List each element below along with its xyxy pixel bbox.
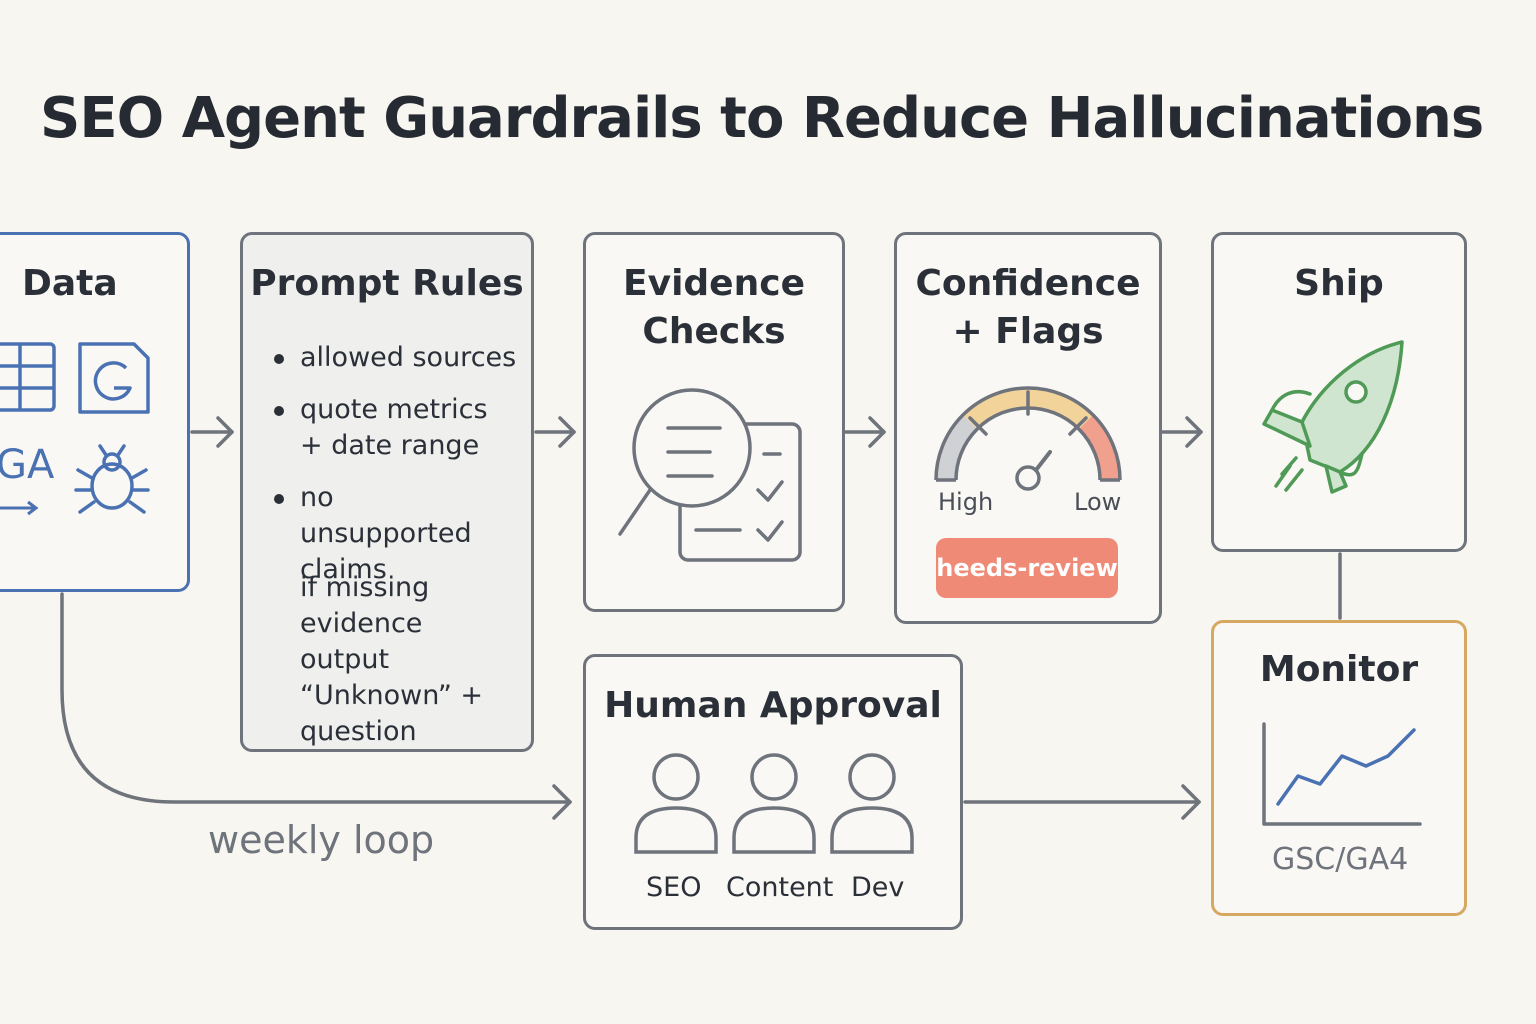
arrow-data-to-rules [190, 416, 234, 448]
rocket-icon [1262, 340, 1404, 494]
arrow-rules-to-evidence [534, 416, 576, 448]
prompt-rules-node [240, 232, 534, 752]
magnifier-checklist-icon [618, 388, 802, 562]
monitor-heading: Monitor [1259, 649, 1419, 690]
arrow-confidence-to-ship [1161, 416, 1203, 448]
page-title: SEO Agent Guardrails to Reduce Hallucina… [40, 86, 1484, 151]
analytics-icon [0, 500, 39, 516]
needs-review-badge: heeds-review [936, 538, 1118, 598]
evidence-heading-line1: Evidence [623, 263, 805, 304]
rule-item: quote metrics + date range [300, 394, 488, 461]
evidence-heading-line2: Checks [642, 311, 786, 352]
ga-text: GA [0, 442, 55, 488]
bullet-icon [274, 354, 284, 364]
role-content: Content [726, 872, 834, 903]
confidence-gauge-icon [934, 386, 1122, 491]
fallback-rule: if missing evidence output “Unknown” + q… [300, 572, 484, 747]
sheet-icon [0, 342, 56, 412]
weekly-loop-arrow [60, 592, 572, 820]
person-icons [634, 753, 914, 854]
role-dev: Dev [851, 872, 905, 903]
arrow-approval-to-monitor [963, 784, 1201, 820]
prompt-rules-heading: Prompt Rules [250, 263, 524, 304]
rule-item: no unsupported claims [300, 482, 472, 585]
rule-item: allowed sources [300, 342, 517, 373]
confidence-heading-line1: Confidence [915, 263, 1141, 304]
google-doc-icon [78, 342, 150, 414]
monitor-caption: GSC/GA4 [1272, 842, 1409, 877]
arrow-evidence-to-confidence [844, 416, 886, 448]
confidence-heading-line2: + Flags [952, 311, 1104, 352]
role-seo: SEO [646, 872, 702, 903]
human-approval-heading: Human Approval [604, 685, 942, 726]
ship-heading: Ship [1294, 263, 1384, 304]
weekly-loop-label: weekly loop [208, 818, 435, 862]
monitor-node [1211, 620, 1467, 916]
gauge-low-label: Low [1074, 488, 1122, 516]
crawler-bug-icon [74, 444, 150, 514]
bullet-icon [274, 406, 284, 416]
bullet-icon [274, 494, 284, 504]
gauge-high-label: High [938, 488, 994, 516]
data-heading: Data [22, 263, 118, 304]
human-approval-node [583, 654, 963, 930]
line-chart-icon [1262, 722, 1422, 826]
